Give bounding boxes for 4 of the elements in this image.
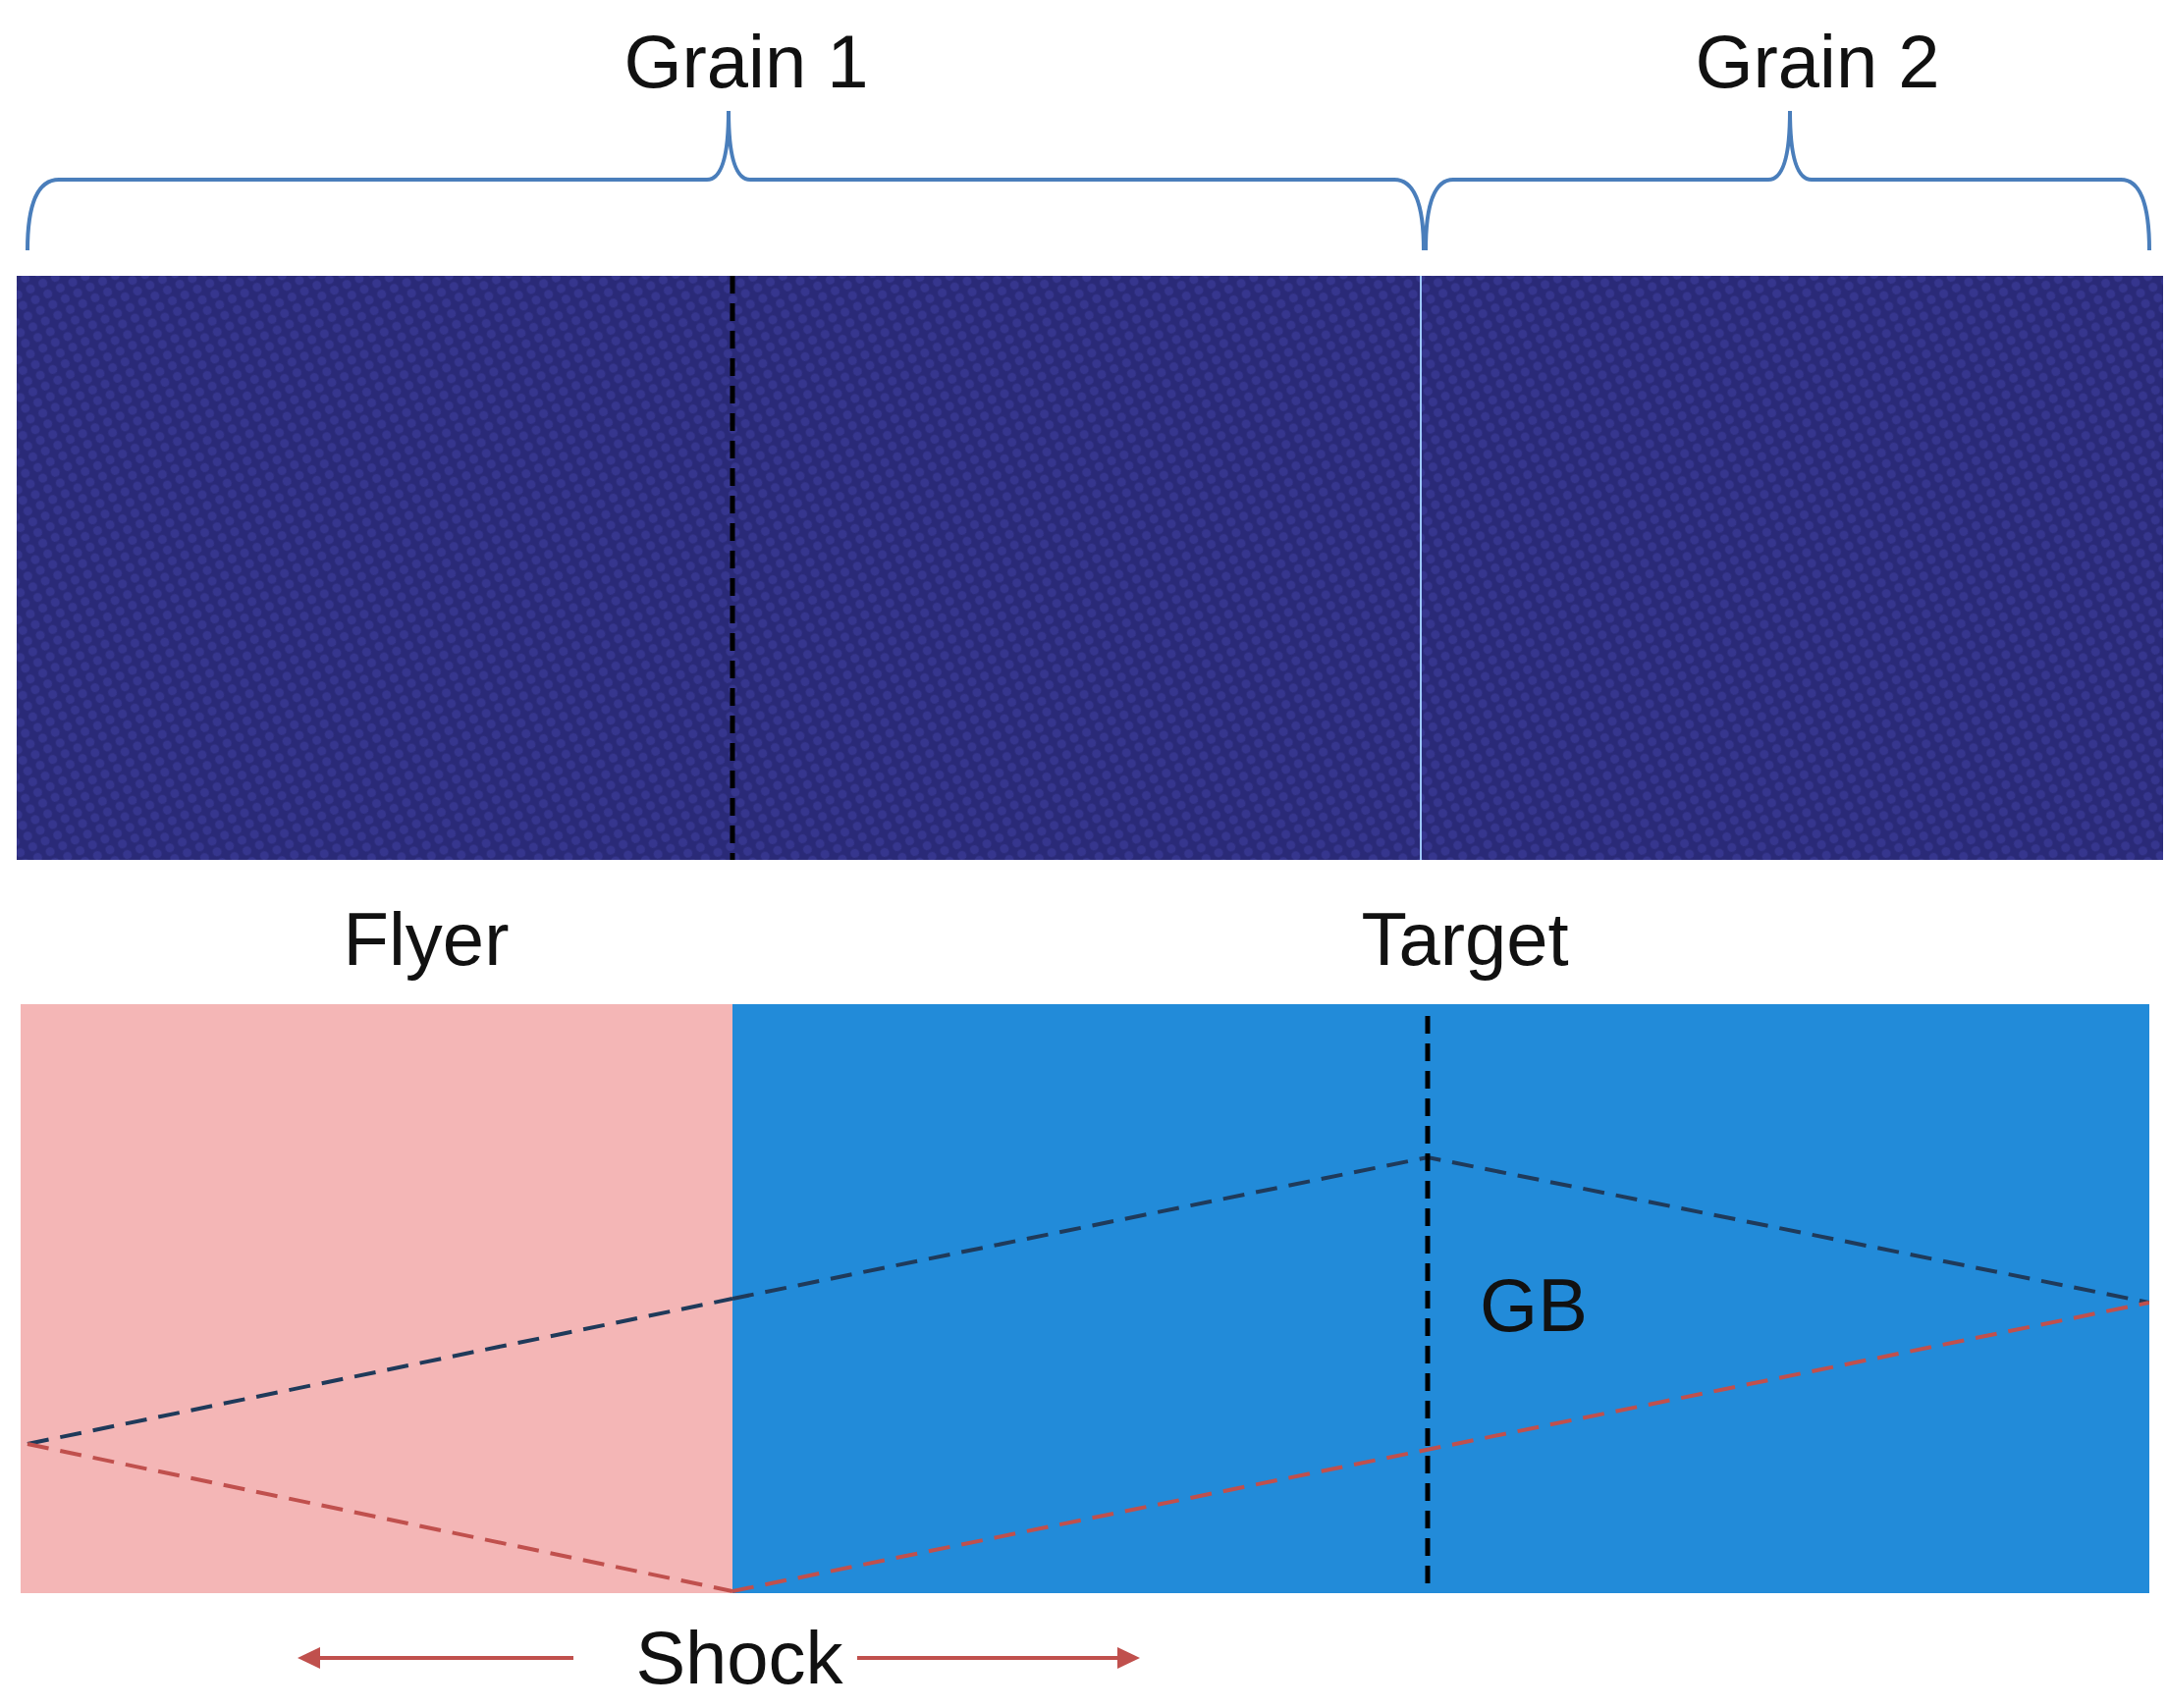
boundary-label: GB — [1480, 1268, 1588, 1343]
grain-label: Grain 1 — [623, 25, 869, 99]
shock-label: Shock — [635, 1621, 843, 1695]
grain-label: Grain 2 — [1695, 25, 1940, 99]
